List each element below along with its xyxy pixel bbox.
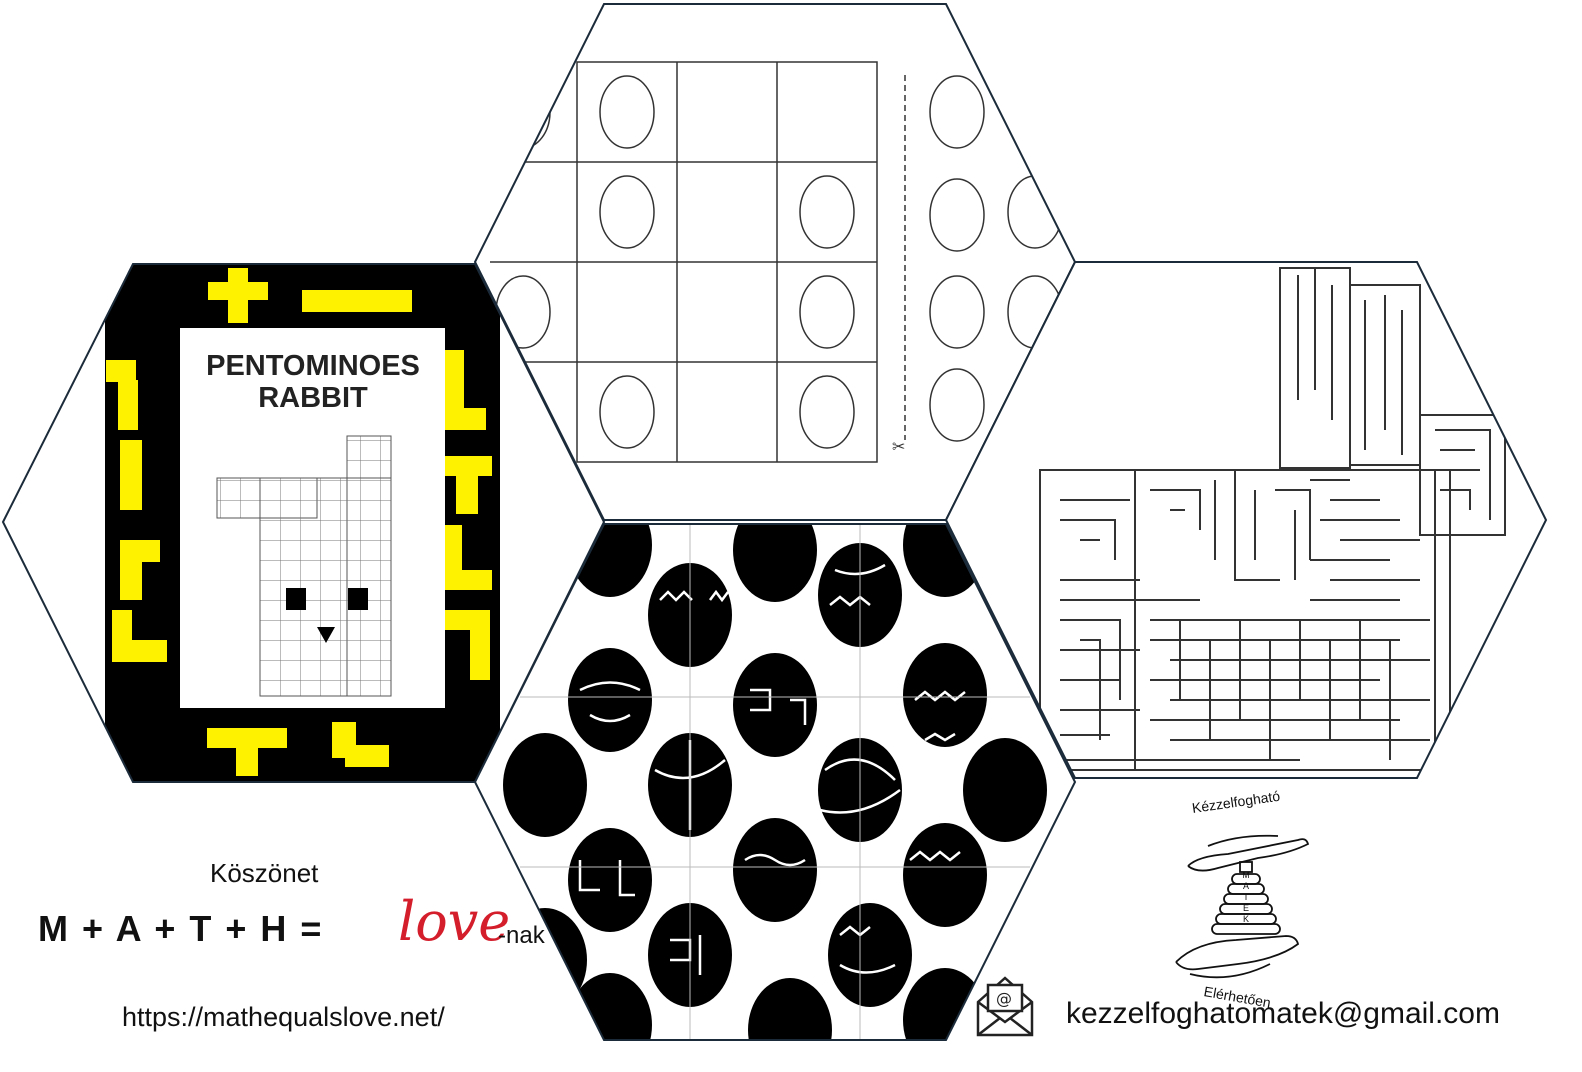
contact-email-link[interactable]: kezzelfoghatomatek@gmail.com <box>1066 997 1500 1030</box>
svg-text:@: @ <box>996 989 1012 1008</box>
suffix-text: -nak <box>498 922 545 949</box>
logo-letter: A <box>1242 881 1249 891</box>
thanks-text: Köszönet <box>210 858 319 888</box>
love-word: love <box>398 890 511 953</box>
logo-letter: E <box>1242 903 1249 913</box>
yellow-pentomino-pieces <box>106 268 492 776</box>
rabbit-grid <box>216 435 392 697</box>
logo-letter: T <box>1243 892 1249 902</box>
pentomino-title: PENTOMINOES RABBIT <box>182 350 444 414</box>
pentomino-title-line2: RABBIT <box>258 382 368 414</box>
source-url-link[interactable]: https://mathequalslove.net/ <box>122 1002 445 1032</box>
logo-letter: K <box>1242 914 1249 924</box>
hands-stacking-rings-icon <box>1175 834 1310 979</box>
pentomino-title-line1: PENTOMINOES <box>206 350 420 382</box>
egg-grid <box>490 61 906 463</box>
maze-panel <box>946 262 1546 778</box>
mail-envelope-icon: @ <box>976 976 1034 1037</box>
logo-letter: M <box>1242 870 1250 880</box>
egg-grid-panel: ✂ <box>475 4 1075 520</box>
pentomino-panel <box>3 264 604 782</box>
svg-text:✂: ✂ <box>892 437 905 456</box>
maze-walls <box>1039 267 1506 771</box>
math-equation: M + A + T + H = <box>38 908 324 949</box>
egg-pattern-panel <box>475 524 1075 1040</box>
